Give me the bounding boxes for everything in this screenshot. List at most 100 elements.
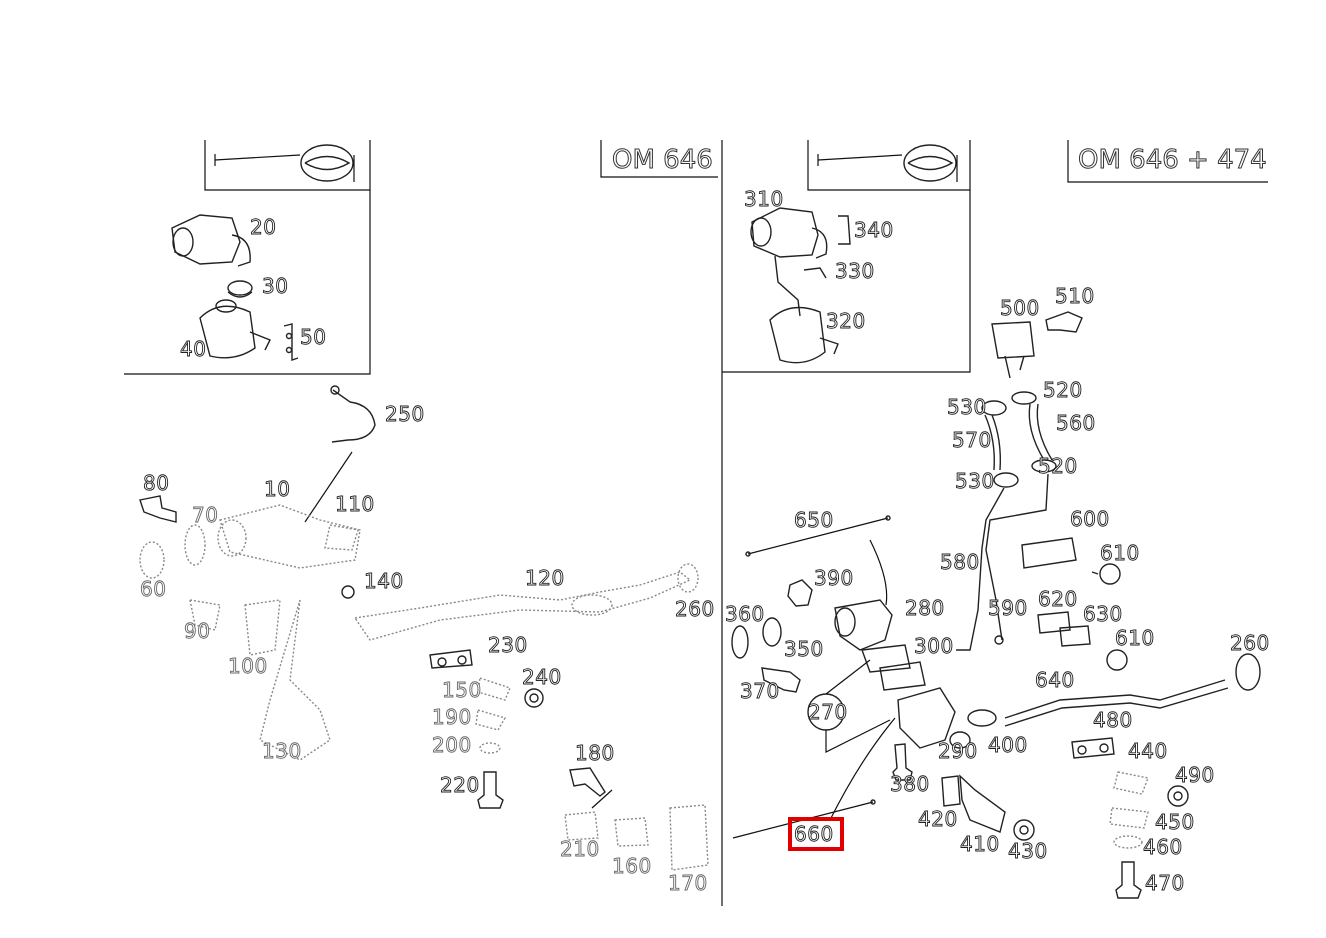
part-label[interactable]: 570 [952, 428, 992, 453]
part-label[interactable]: 500 [1000, 296, 1040, 321]
gasket-part-300[interactable] [861, 644, 926, 691]
mount-part-230[interactable] [429, 649, 473, 669]
heat-shield-part-600[interactable] [1021, 537, 1077, 569]
part-label[interactable]: 30 [262, 274, 289, 299]
clamp-part-350[interactable] [762, 617, 782, 647]
bracket-part-340[interactable] [838, 215, 851, 245]
sensor-line-part-650[interactable] [745, 515, 891, 557]
screw-part-610[interactable] [1091, 563, 1128, 671]
part-label[interactable]: 600 [1070, 507, 1110, 532]
part-label[interactable]: 210 [560, 837, 600, 862]
part-label[interactable]: 350 [784, 637, 824, 662]
hanger-part-440[interactable] [1113, 771, 1149, 795]
part-label[interactable]: 80 [143, 471, 170, 496]
part-label[interactable]: 630 [1083, 602, 1123, 627]
hanger-part-150[interactable] [477, 677, 511, 701]
part-label[interactable]: 50 [300, 325, 327, 350]
bolt-part-180[interactable] [569, 767, 606, 797]
clamp-part-30[interactable] [227, 280, 253, 298]
hanger-part-450[interactable] [1109, 807, 1149, 829]
clamp-part-140[interactable] [341, 585, 355, 599]
bracket-part-630[interactable] [1059, 625, 1091, 647]
part-label[interactable]: 610 [1100, 541, 1140, 566]
line-part-590[interactable] [994, 635, 1004, 645]
nut-part-430[interactable] [1013, 819, 1035, 841]
washer-part-200[interactable] [479, 742, 501, 754]
clamp-part-400[interactable] [967, 709, 997, 727]
pipe-part-130[interactable] [259, 599, 331, 761]
part-label[interactable]: 10 [264, 477, 291, 502]
hanger-part-210[interactable] [564, 811, 599, 841]
part-label[interactable]: 230 [488, 633, 528, 658]
hanger-part-90[interactable] [189, 599, 221, 631]
bracket-part-50[interactable] [283, 323, 299, 361]
part-label[interactable]: 620 [1038, 587, 1078, 612]
bracket-part-410[interactable] [959, 774, 1006, 833]
highlight-box-660[interactable] [788, 817, 844, 851]
catalyst-part-310[interactable] [750, 207, 828, 259]
bolt-part-510[interactable] [1045, 311, 1083, 333]
part-label[interactable]: 150 [442, 678, 482, 703]
part-label[interactable]: 580 [940, 550, 980, 575]
exhaust-pipe-part-120[interactable] [353, 571, 692, 641]
part-label[interactable]: 460 [1143, 835, 1183, 860]
part-label[interactable]: 180 [575, 741, 615, 766]
part-label[interactable]: 20 [250, 215, 277, 240]
part-label[interactable]: 200 [432, 733, 472, 758]
part-label[interactable]: 100 [228, 654, 268, 679]
part-label[interactable]: 510 [1055, 284, 1095, 309]
clamp-part-530[interactable] [981, 400, 1019, 488]
part-label[interactable]: 470 [1145, 871, 1185, 896]
part-label[interactable]: 590 [988, 596, 1028, 621]
bracket-part-620[interactable] [1037, 611, 1071, 634]
part-label[interactable]: 380 [890, 772, 930, 797]
bolt-part-220[interactable] [477, 771, 504, 809]
oxygen-sensor-part-250[interactable] [330, 385, 376, 443]
exhaust-pipe-part-640[interactable] [1004, 679, 1229, 727]
bolt-part-380[interactable] [892, 743, 913, 781]
part-label[interactable]: 70 [192, 503, 219, 528]
part-label[interactable]: 60 [140, 577, 167, 602]
part-label[interactable]: 250 [385, 402, 425, 427]
part-label[interactable]: 330 [835, 259, 875, 284]
part-label[interactable]: 450 [1155, 810, 1195, 835]
part-label[interactable]: 110 [335, 492, 375, 517]
catalyst-part-20[interactable] [171, 214, 251, 267]
part-label[interactable]: 640 [1035, 668, 1075, 693]
part-label[interactable]: 530 [955, 469, 995, 494]
part-label[interactable]: 190 [432, 705, 472, 730]
mount-part-480[interactable] [1071, 737, 1115, 759]
turbo-part-10[interactable] [217, 504, 361, 569]
part-label[interactable]: 480 [1093, 708, 1133, 733]
line-part-580[interactable] [956, 473, 1049, 651]
nut-part-490[interactable] [1167, 785, 1189, 807]
part-label[interactable]: 610 [1115, 626, 1155, 651]
hanger-part-160[interactable] [614, 817, 649, 847]
part-label[interactable]: 120 [525, 566, 565, 591]
highlighted-part-label[interactable]: 660 [794, 822, 834, 847]
nut-part-390[interactable] [787, 579, 813, 607]
part-label[interactable]: 300 [914, 634, 954, 659]
pressure-sensor-part-500[interactable] [991, 321, 1035, 379]
part-label[interactable]: 650 [794, 508, 834, 533]
part-label[interactable]: 410 [960, 832, 1000, 857]
pipe-part-280[interactable] [834, 599, 893, 651]
part-label[interactable]: 360 [725, 602, 765, 627]
part-label[interactable]: 390 [814, 566, 854, 591]
part-label[interactable]: 530 [947, 395, 987, 420]
part-label[interactable]: 280 [905, 596, 945, 621]
part-label[interactable]: 40 [180, 337, 207, 362]
part-label[interactable]: 320 [826, 309, 866, 334]
part-label[interactable]: 340 [854, 218, 894, 243]
part-label[interactable]: 240 [522, 665, 562, 690]
part-label[interactable]: 260 [675, 597, 715, 622]
part-label[interactable]: 310 [744, 187, 784, 212]
part-label[interactable]: 290 [938, 739, 978, 764]
part-label[interactable]: 160 [612, 854, 652, 879]
bracket-part-100[interactable] [244, 599, 281, 656]
hanger-part-170[interactable] [669, 804, 709, 871]
part-label[interactable]: 90 [184, 619, 211, 644]
part-label[interactable]: 560 [1056, 411, 1096, 436]
gasket-part-360[interactable] [731, 625, 749, 659]
gasket-part-70[interactable] [184, 524, 206, 566]
